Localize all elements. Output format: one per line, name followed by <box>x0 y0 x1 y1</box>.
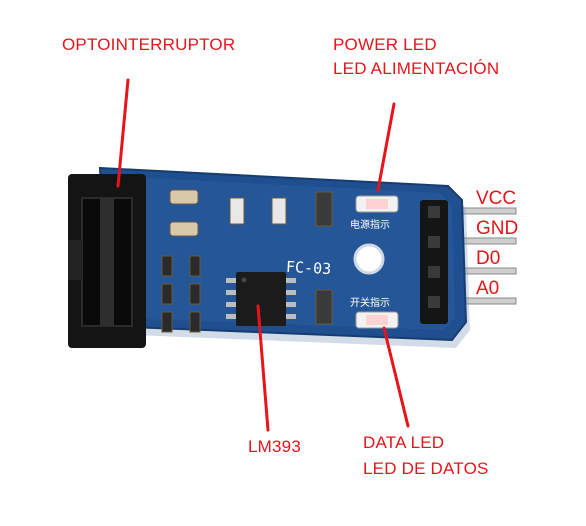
optointerrupter-sensor <box>68 174 146 348</box>
smd-components <box>161 189 333 333</box>
switch-indicator-text: 开关指示 <box>350 296 390 309</box>
lm393-label: LM393 <box>248 437 301 456</box>
pin-label-d0: D0 <box>476 248 501 269</box>
data-led <box>355 311 399 329</box>
lm393-chip <box>226 272 296 326</box>
board-model-text: FC-03 <box>286 258 332 278</box>
power-led <box>355 195 399 213</box>
pin-label-gnd: GND <box>476 218 519 239</box>
data-led-label-es: LED DE DATOS <box>363 459 489 478</box>
pin-label-a0: A0 <box>476 278 500 299</box>
pin-label-vcc: VCC <box>476 188 517 209</box>
power-indicator-text: 电源指示 <box>350 218 390 231</box>
power-led-label: POWER LED <box>333 35 437 54</box>
optointerruptor-label: OPTOINTERRUPTOR <box>62 35 236 54</box>
power-led-label-es: LED ALIMENTACIÓN <box>333 59 500 78</box>
pin-header-block <box>420 200 448 324</box>
annotation-lines <box>116 78 410 432</box>
data-led-label: DATA LED <box>363 433 445 452</box>
